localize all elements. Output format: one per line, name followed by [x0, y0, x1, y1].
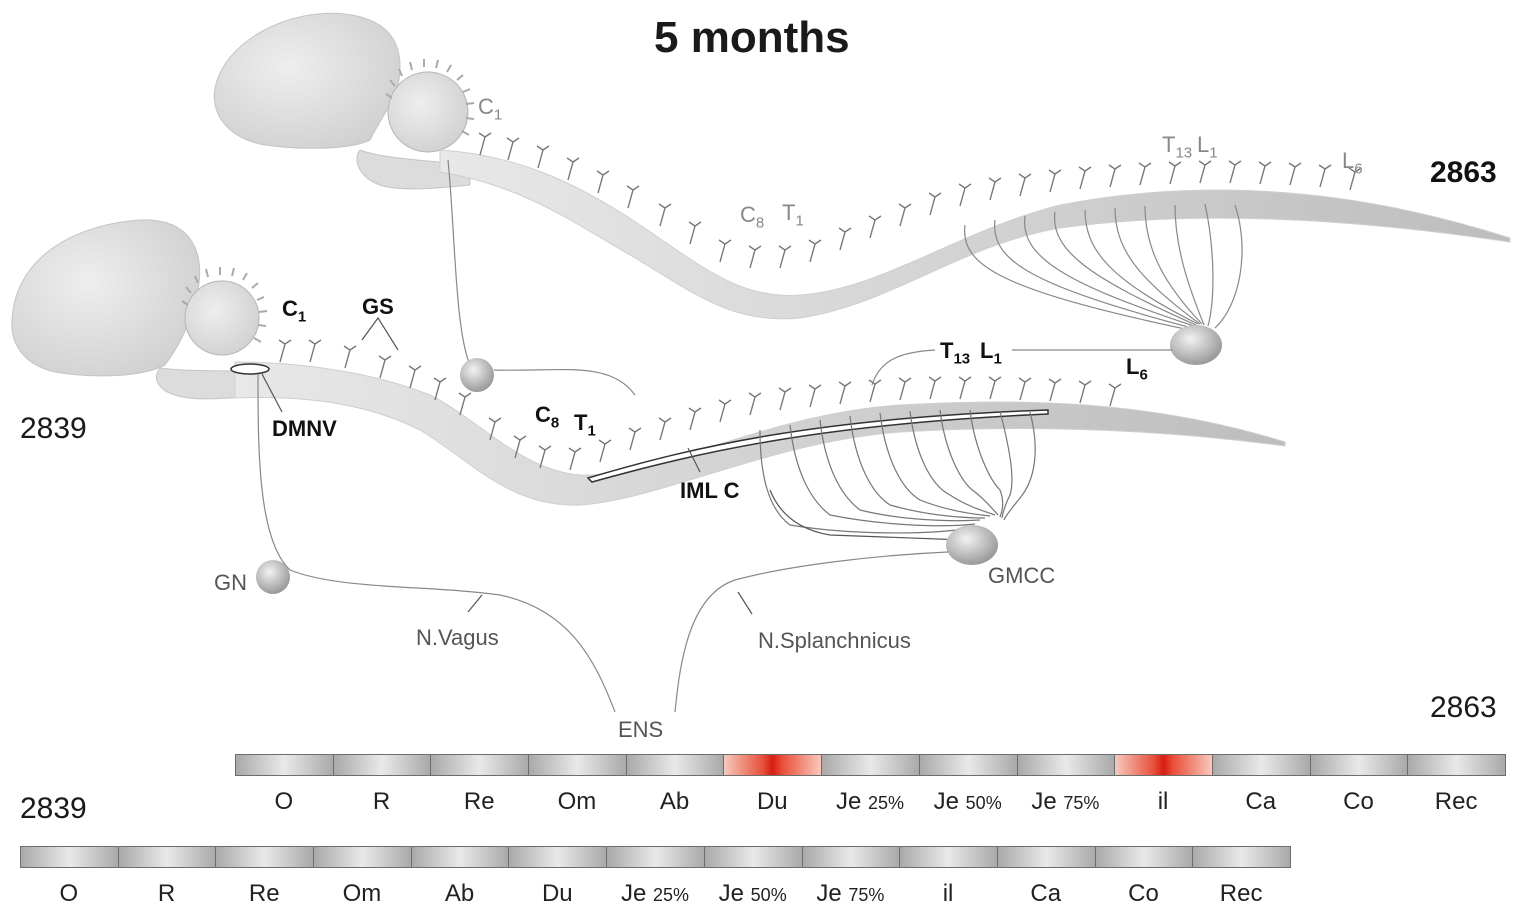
gut-segment-ca [1212, 754, 1311, 776]
vagus-pointer [468, 595, 482, 612]
top-vagus-line [448, 160, 470, 365]
gut-segment-label: il [899, 880, 997, 908]
bottom-animal-id: 2839 [20, 414, 87, 444]
gut-segment-label: R [118, 880, 216, 908]
imlc-label: IML C [680, 480, 739, 502]
gut-segment-il [899, 846, 998, 868]
top-animal-id: 2863 [1430, 158, 1497, 188]
diagram-title: 5 months [654, 16, 850, 60]
gut-segment-label: Om [528, 788, 626, 816]
top-bar-animal-id: 2863 [1430, 693, 1497, 723]
bottom-label-c1: C1 [282, 298, 306, 324]
gut-segment-label: Je 50% [704, 880, 802, 908]
top-ganglion-icon [1170, 325, 1222, 365]
top-label-c1: C1 [478, 96, 502, 122]
splanchnicus-label: N.Splanchnicus [758, 630, 911, 652]
bottom-label-l6: L6 [1126, 356, 1148, 382]
gut-segment-label: Ab [411, 880, 509, 908]
gn-ganglion-icon [256, 560, 290, 594]
vagus-connection-line [494, 370, 635, 395]
gut-segment-label: Re [215, 880, 313, 908]
gut-segment-label: Je 25% [821, 788, 919, 816]
gut-segment-label: Ca [1212, 788, 1310, 816]
gut-segment-label: Ca [997, 880, 1095, 908]
gut-segment-label: Co [1310, 788, 1408, 816]
gut-segment-label: Re [430, 788, 528, 816]
dmnv-label: DMNV [272, 418, 337, 440]
gut-segment-label: Rec [1407, 788, 1505, 816]
gut-segment-je-50pct [704, 846, 803, 868]
top-label-l1: L1 [1197, 134, 1218, 160]
top-label-c8: C8 [740, 204, 764, 230]
gut-segment-re [215, 846, 314, 868]
gut-segment-je-25pct [821, 754, 920, 776]
gut-segment-label: Je 50% [919, 788, 1017, 816]
gut-segment-il [1114, 754, 1213, 776]
gut-segment-label: il [1114, 788, 1212, 816]
gut-segment-je-25pct [606, 846, 705, 868]
gut-segment-label: R [333, 788, 431, 816]
bottom-label-c8: C8 [535, 404, 559, 430]
gut-segment-du [723, 754, 822, 776]
dmnv-nucleus-icon [231, 364, 269, 374]
gut-segment-label: Rec [1192, 880, 1290, 908]
gut-segment-label: Ab [626, 788, 724, 816]
top-label-t13: T13 [1162, 134, 1192, 160]
gut-segment-je-75pct [1017, 754, 1116, 776]
gut-segment-label: Du [723, 788, 821, 816]
bottom-label-t1: T1 [574, 412, 596, 438]
gut-segment-label: Co [1095, 880, 1193, 908]
bottom-bar-animal-id: 2839 [20, 794, 87, 824]
vagus-label: N.Vagus [416, 627, 499, 649]
gut-segment-ab [626, 754, 725, 776]
bottom-label-t13: T13 [940, 340, 970, 366]
gut-segment-rec [1407, 754, 1506, 776]
gut-segment-label: Je 75% [1017, 788, 1115, 816]
gut-segment-re [430, 754, 529, 776]
gut-segment-label: O [20, 880, 118, 908]
gut-segment-du [508, 846, 607, 868]
bottom-label-l1: L1 [980, 340, 1002, 366]
gut-segment-r [118, 846, 217, 868]
splanchnic-pointer [738, 592, 752, 614]
gut-segment-rec [1192, 846, 1291, 868]
ens-label: ENS [618, 719, 663, 741]
gut-segment-o [235, 754, 334, 776]
gn-label: GN [214, 572, 247, 594]
gut-segment-co [1095, 846, 1194, 868]
gut-segment-label: Je 25% [606, 880, 704, 908]
top-cerebrum [214, 13, 400, 148]
gut-segment-label: Je 75% [802, 880, 900, 908]
gut-segment-om [528, 754, 627, 776]
gut-segment-label: Om [313, 880, 411, 908]
gmcc-ganglion-icon [946, 525, 998, 565]
nodose-ganglion-icon [460, 358, 494, 392]
gut-segment-je-50pct [919, 754, 1018, 776]
gut-segment-co [1310, 754, 1409, 776]
top-label-l6: L6 [1342, 150, 1363, 176]
gut-segment-o [20, 846, 119, 868]
gs-pointer-lines [362, 318, 398, 350]
gs-label: GS [362, 296, 394, 318]
gmcc-label: GMCC [988, 565, 1055, 587]
gut-segment-r [333, 754, 432, 776]
gut-segment-om [313, 846, 412, 868]
gut-segment-je-75pct [802, 846, 901, 868]
bottom-cerebrum [12, 220, 200, 376]
gut-segment-label: Du [508, 880, 606, 908]
gut-segment-ca [997, 846, 1096, 868]
gut-segment-label: O [235, 788, 333, 816]
gut-segment-ab [411, 846, 510, 868]
top-label-t1: T1 [782, 202, 804, 228]
